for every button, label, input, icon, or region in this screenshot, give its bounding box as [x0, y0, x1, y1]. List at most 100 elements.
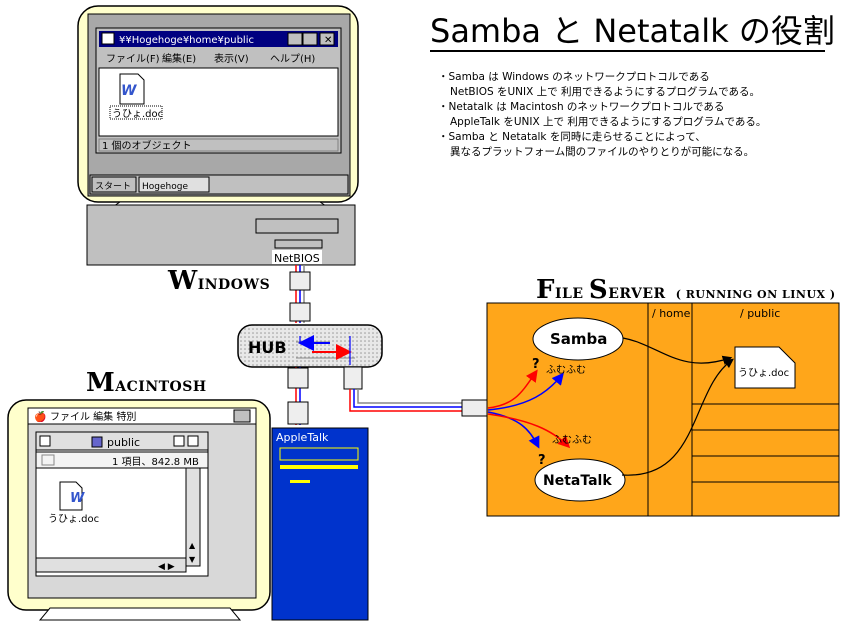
finder-title: public — [107, 436, 140, 449]
maximize-button[interactable] — [302, 32, 318, 46]
file-label-box — [109, 105, 163, 120]
bullet-netatalk: ・Netatalk は Macintosh のネットワークプロトコルである Ap… — [438, 100, 848, 130]
bullet-line: AppleTalk をUNIX 上で 利用できるようにするプログラムである。 — [450, 116, 767, 128]
drive-bay — [255, 218, 339, 234]
status-bar — [98, 138, 339, 152]
taskbar-button[interactable] — [138, 176, 210, 193]
question-mark: ? — [538, 453, 546, 468]
mac-tower: AppleTalk — [271, 427, 369, 621]
red-signal-arrow — [487, 369, 538, 409]
monitor-stand — [38, 607, 242, 621]
bullet-line: ・Samba と Netatalk を同時に走らせることによって、 — [438, 131, 706, 143]
rj45-connector — [461, 399, 489, 417]
close-icon: ✕ — [324, 35, 332, 46]
blue-signal-arrow — [487, 372, 564, 411]
close-button[interactable] — [319, 32, 335, 46]
scroll-arrows-icon: ◀ ▶ — [158, 562, 175, 572]
page-title: Samba と Netatalk の役割 — [430, 12, 835, 50]
word-letter-icon: W — [70, 491, 85, 506]
cable-hub-server — [343, 366, 489, 417]
rj45-connector — [287, 401, 309, 425]
word-doc-icon — [119, 73, 145, 105]
horizontal-scrollbar[interactable] — [35, 557, 187, 573]
bullet-line: 異なるプラットフォーム間のファイルのやりとりが可能になる。 — [450, 146, 755, 158]
drive-bay — [279, 447, 359, 461]
netatalk-label: NetaTalk — [543, 473, 612, 489]
server-file-icon — [734, 346, 796, 389]
windows-heading: WINDOWS — [168, 266, 271, 296]
blue-signal-arrow — [487, 411, 540, 449]
file-server-heading: FILE SERVER ( RUNNING ON LINUX ) — [536, 275, 836, 305]
bullet-line: NetBIOS をUNIX 上で 利用できるようにするプログラムである。 — [450, 86, 760, 98]
file-server: / home / public Samba NetaTalk うひょ.doc ? — [486, 302, 840, 517]
cable-windows-hub — [289, 265, 311, 323]
close-box[interactable] — [39, 435, 51, 447]
mac-file-name: うひょ.doc — [48, 513, 99, 525]
question-mark: ? — [532, 357, 540, 372]
samba-label: Samba — [550, 330, 607, 348]
mac-menubar — [27, 407, 257, 425]
network-hub: HUB — [237, 324, 383, 368]
finder-info: 1 項目、842.8 MB — [112, 456, 199, 468]
dir-public-label: / public — [740, 307, 780, 320]
description-list: ・Samba は Windows のネットワークプロトコルである NetBIOS… — [438, 70, 848, 160]
window-icon — [101, 32, 115, 45]
finder-icon — [233, 409, 251, 423]
start-button[interactable] — [91, 176, 137, 193]
dir-home-label: / home — [652, 307, 691, 320]
fumu-label-bottom: ふむふむ — [552, 434, 592, 446]
netatalk-to-file-arrow — [621, 358, 734, 476]
rj45-connector — [289, 302, 311, 322]
mac-menu-items: ファイル 編集 特別 — [50, 410, 136, 423]
server-file-name: うひょ.doc — [738, 367, 789, 379]
rj45-connector — [343, 366, 363, 390]
netatalk-node — [534, 458, 626, 502]
bullet-line: ・Netatalk は Macintosh のネットワークプロトコルである — [438, 101, 725, 113]
word-doc-icon — [59, 481, 83, 511]
collapse-box[interactable] — [187, 435, 199, 447]
finder-titlebar — [35, 431, 209, 451]
taskbar-label: Hogehoge — [142, 182, 188, 192]
status-text: 1 個のオブジェクト — [102, 139, 192, 152]
zoom-box[interactable] — [173, 435, 185, 447]
explorer-title: ¥¥Hogehoge¥home¥public — [119, 35, 254, 46]
scroll-up-icon: ▲ — [189, 541, 196, 550]
explorer-titlebar — [99, 31, 338, 47]
bullet-both: ・Samba と Netatalk を同時に走らせることによって、 異なるプラッ… — [438, 130, 848, 160]
minimize-button[interactable] — [287, 32, 303, 46]
fumu-label-top: ふむふむ — [546, 364, 586, 376]
appletalk-label: AppleTalk — [276, 431, 329, 444]
start-label: スタート — [95, 181, 131, 192]
hub-label: HUB — [248, 338, 287, 357]
vertical-scrollbar[interactable] — [185, 467, 201, 567]
netbios-label-bg — [272, 250, 322, 264]
rj45-connector — [287, 367, 309, 389]
bullet-samba: ・Samba は Windows のネットワークプロトコルである NetBIOS… — [438, 70, 848, 100]
menu-file: ファイル(F) — [106, 54, 160, 65]
scroll-down-icon: ▼ — [189, 555, 196, 564]
finder-header — [35, 451, 209, 469]
word-letter-icon: W — [121, 83, 137, 99]
macintosh-heading: MACINTOSH — [86, 368, 207, 398]
windows-pc: ¥¥Hogehoge¥home¥public ✕ ファイル(F) 編集(E) 表… — [77, 5, 359, 266]
cable-hub-mac — [287, 367, 309, 425]
netbios-label: NetBIOS — [274, 252, 320, 265]
grid-view-icon — [41, 454, 55, 466]
samba-node — [532, 317, 624, 361]
drive-slot — [290, 480, 310, 483]
menu-view: 表示(V) — [214, 52, 249, 65]
title-underline — [430, 50, 825, 52]
drive-slot — [280, 465, 358, 469]
macintosh-monitor: 🍎 ファイル 編集 特別 public 1 項目、842.8 MB W うひょ.… — [7, 399, 271, 621]
menu-edit: 編集(E) — [162, 52, 196, 65]
apple-icon: 🍎 — [34, 410, 46, 423]
rj45-connector — [289, 271, 311, 291]
samba-to-file-arrow — [622, 337, 733, 365]
folder-icon — [91, 436, 103, 448]
menu-help: ヘルプ(H) — [270, 53, 315, 65]
red-signal-arrow — [487, 413, 571, 449]
windows-file-name: うひょ.doc — [112, 108, 163, 120]
bullet-line: ・Samba は Windows のネットワークプロトコルである — [438, 71, 710, 83]
